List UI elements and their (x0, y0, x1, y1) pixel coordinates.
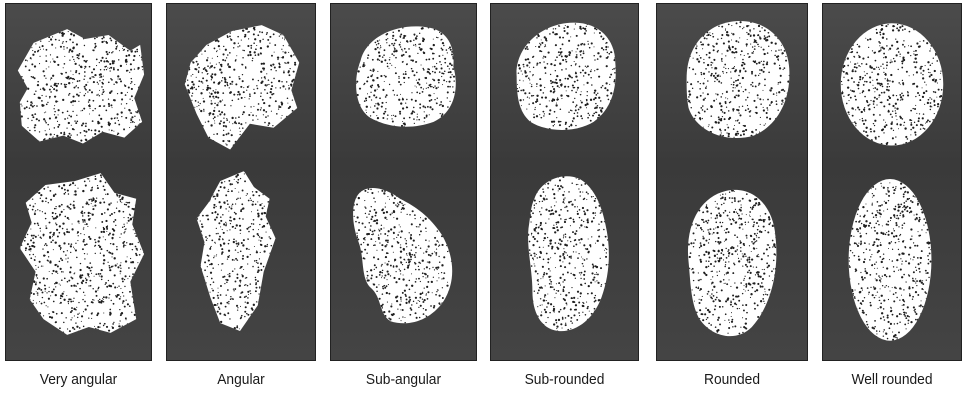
caption-rounded: Rounded (662, 371, 802, 391)
panel-sub-angular (330, 3, 477, 361)
well-rounded-grains (823, 4, 961, 360)
panel-sub-rounded (490, 3, 639, 361)
sub-rounded-grains (491, 4, 638, 360)
panel-angular (166, 3, 316, 361)
caption-well-rounded: Well rounded (828, 371, 957, 391)
sub-angular-grains (331, 4, 476, 360)
panel-rounded (656, 3, 808, 361)
sub-rounded-grain-bottom (528, 176, 609, 331)
angular-grains (167, 4, 315, 360)
well-rounded-grain-top (841, 23, 944, 145)
caption-angular: Angular (172, 371, 310, 391)
very-angular-grain-bottom (20, 173, 144, 335)
rounded-grains (657, 4, 807, 360)
very-angular-grains (6, 4, 151, 360)
panel-well-rounded (822, 3, 962, 361)
caption-sub-angular: Sub-angular (336, 371, 471, 391)
well-rounded-grain-bottom (849, 179, 932, 341)
sub-rounded-grain-top (517, 23, 616, 130)
caption-very-angular: Very angular (11, 371, 146, 391)
panel-very-angular (5, 3, 152, 361)
caption-sub-rounded: Sub-rounded (496, 371, 633, 391)
